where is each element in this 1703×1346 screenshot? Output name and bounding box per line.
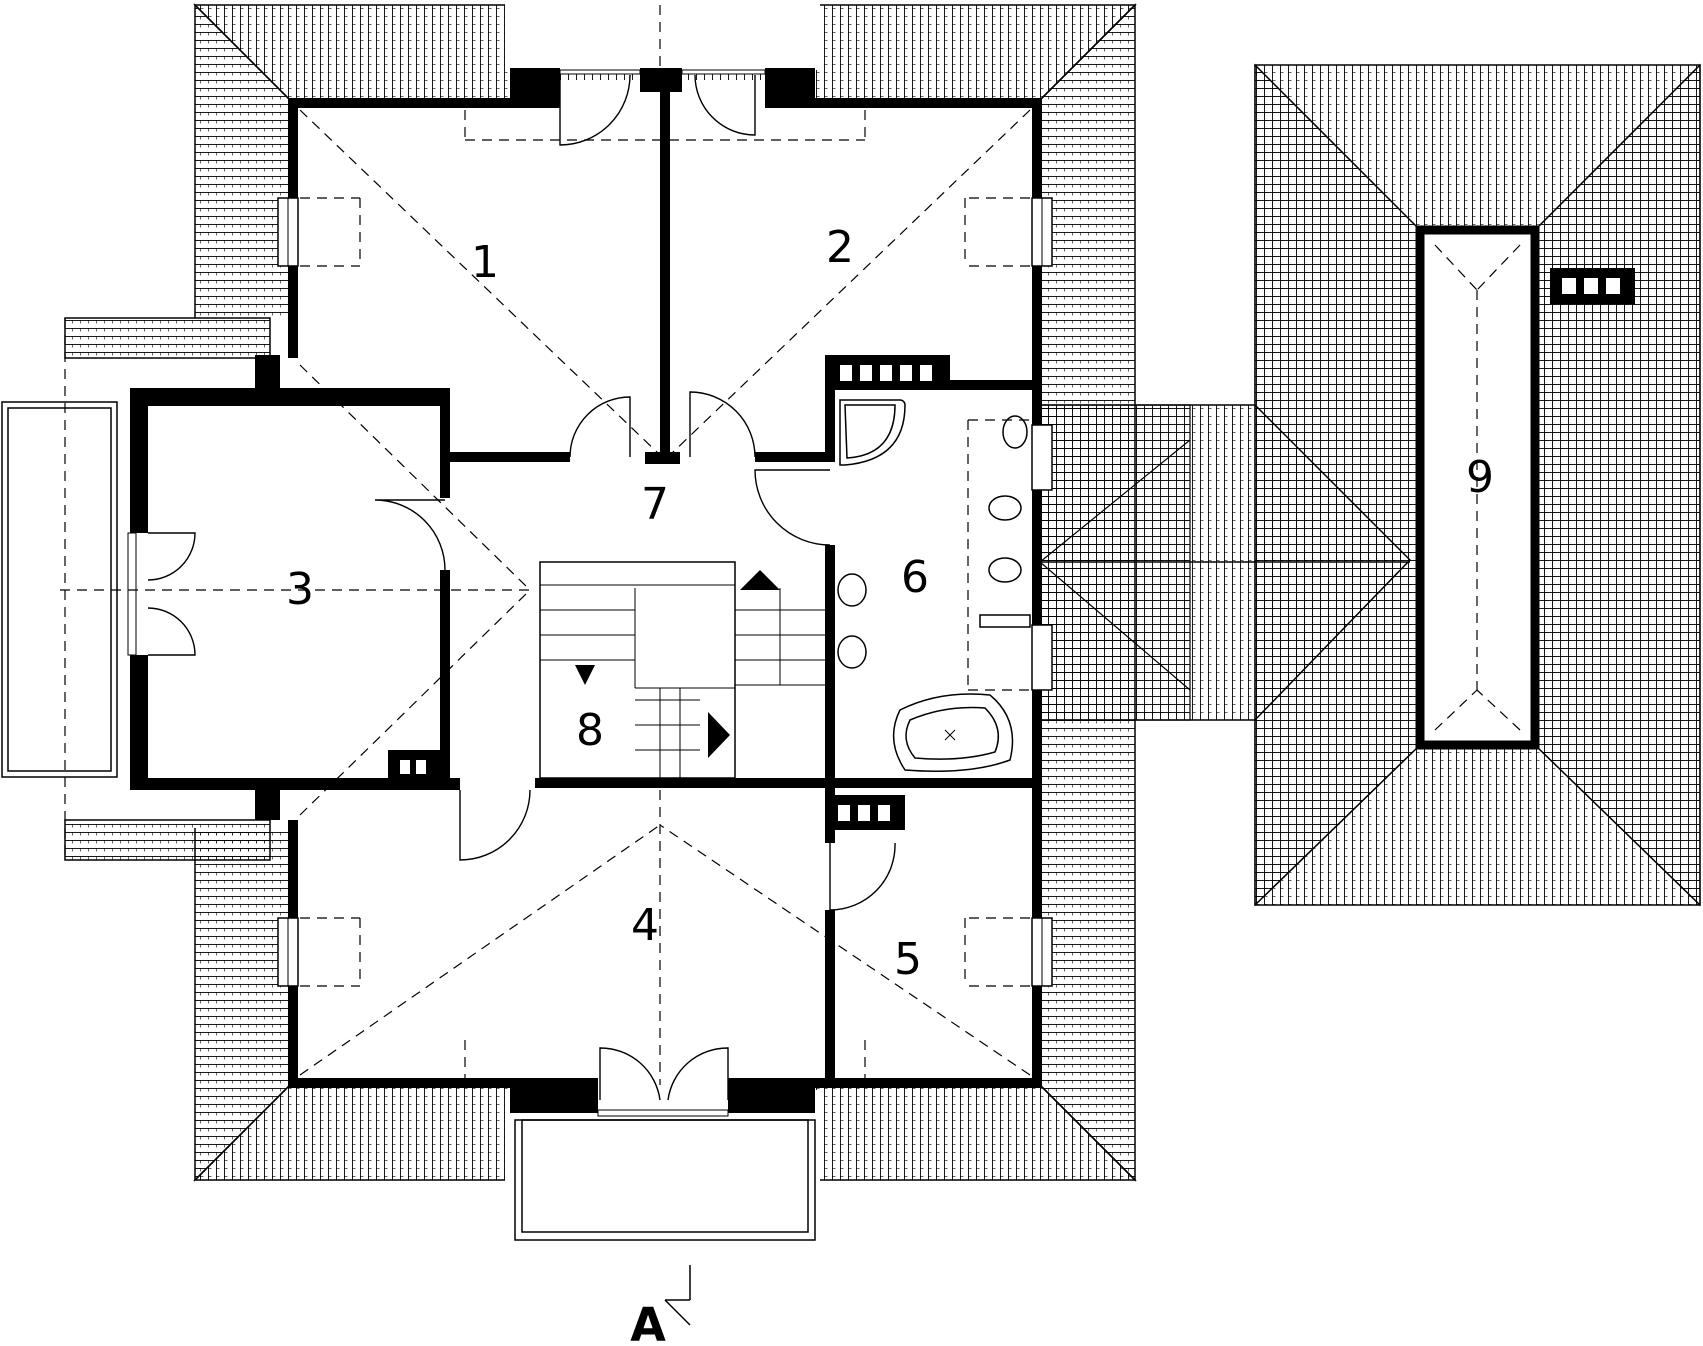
room-label-5: 5 — [894, 934, 922, 985]
balconies — [1, 317, 816, 1241]
room-label-4: 4 — [631, 900, 659, 951]
bathroom-fixtures — [837, 399, 1032, 772]
room-label-2: 2 — [826, 222, 854, 273]
room-label-3: 3 — [286, 564, 314, 615]
doors — [147, 74, 896, 1101]
room-label-1: 1 — [471, 237, 499, 288]
room-labels: 1 2 3 4 5 6 7 8 9 — [286, 222, 1494, 985]
roof-projection-lines — [60, 5, 1031, 1085]
windows — [127, 69, 1053, 1117]
room-label-9: 9 — [1466, 452, 1494, 503]
interior — [140, 80, 1040, 1105]
garage-roof — [1254, 63, 1701, 907]
room-label-6: 6 — [901, 552, 929, 603]
room-label-7: 7 — [641, 479, 669, 530]
section-marker: A — [630, 1265, 691, 1346]
staircase — [539, 561, 825, 779]
room-label-8: 8 — [576, 705, 604, 756]
section-label-a: A — [630, 1298, 666, 1346]
